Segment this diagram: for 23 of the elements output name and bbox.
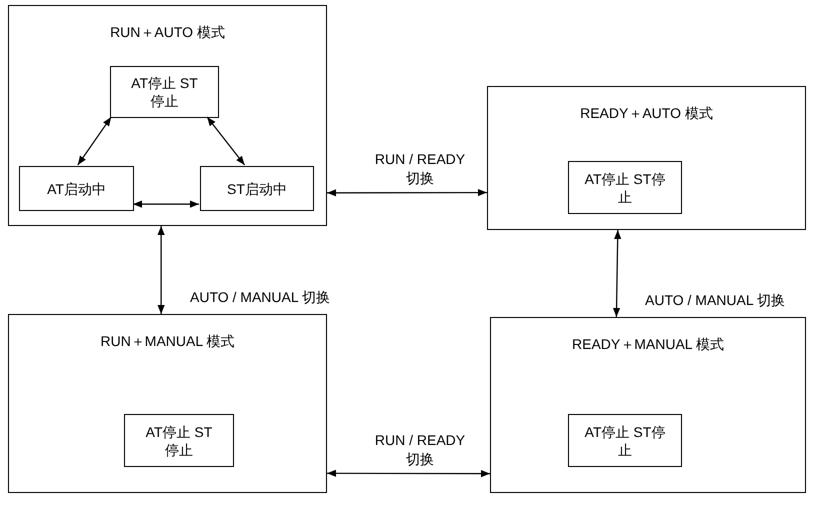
state-box: AT停止 ST停止	[124, 414, 234, 467]
state-box: AT停止 ST停止	[568, 161, 682, 214]
mode-title: READY＋AUTO 模式	[579, 105, 714, 123]
double-arrow	[206, 116, 246, 166]
double-arrow	[77, 116, 112, 166]
mode-title: RUN＋AUTO 模式	[109, 24, 226, 42]
edge-label: AUTO / MANUAL 切换	[645, 291, 786, 310]
mode-title: READY＋MANUAL 模式	[571, 336, 725, 354]
state-box: AT停止 ST停止	[110, 66, 219, 118]
double-arrow	[327, 470, 490, 478]
double-arrow	[158, 226, 165, 314]
state-box: AT启动中	[19, 166, 134, 211]
double-arrow	[327, 188, 487, 196]
mode-box	[8, 314, 327, 493]
mode-box	[8, 5, 327, 226]
state-box: AT停止 ST停止	[568, 414, 682, 467]
state-box: ST启动中	[200, 166, 314, 211]
mode-box	[487, 86, 806, 230]
double-arrow	[133, 200, 199, 208]
mode-title: RUN＋MANUAL 模式	[99, 333, 236, 351]
double-arrow	[612, 230, 622, 318]
mode-box	[490, 317, 806, 493]
edge-label: AUTO / MANUAL 切换	[190, 288, 330, 307]
